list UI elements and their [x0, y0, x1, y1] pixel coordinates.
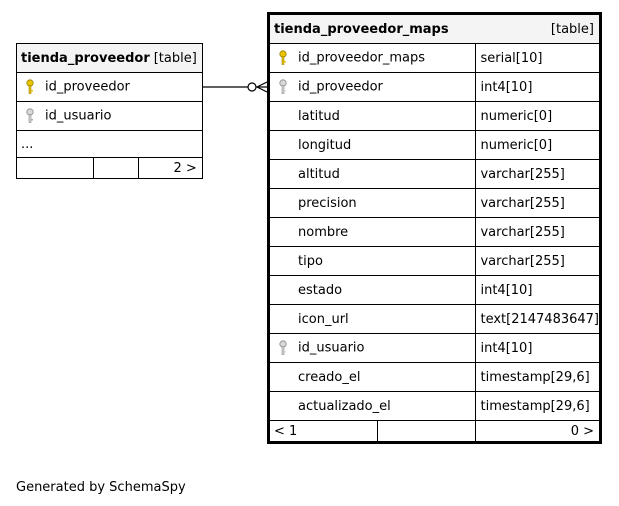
footer-right-count[interactable]: 2 >	[138, 157, 203, 179]
column-name: estado	[298, 282, 343, 298]
column-name: id_usuario	[45, 108, 112, 124]
table-header: tienda_proveedor_maps [table]	[267, 13, 601, 44]
footer-left[interactable]: < 1	[267, 420, 379, 443]
column-name: icon_url	[298, 311, 349, 327]
column-row[interactable]: altitud varchar[255]	[267, 159, 601, 189]
table-name: tienda_proveedor	[21, 50, 150, 66]
column-type: serial[10]	[475, 43, 601, 73]
column-name: precision	[298, 195, 357, 211]
table-kind: [table]	[149, 43, 203, 73]
column-type: int4[10]	[475, 333, 601, 363]
table-footer: < 1 0 >	[267, 420, 601, 443]
column-name: actualizado_el	[298, 398, 391, 414]
footer-right-count[interactable]: 0 >	[475, 420, 601, 443]
column-row[interactable]: latitud numeric[0]	[267, 101, 601, 131]
column-row[interactable]: longitud numeric[0]	[267, 130, 601, 160]
column-type: timestamp[29,6]	[475, 362, 601, 392]
column-name: id_proveedor	[45, 79, 130, 95]
table-header: tienda_proveedor [table]	[15, 43, 203, 73]
column-type: int4[10]	[475, 72, 601, 102]
table-kind: [table]	[475, 13, 601, 44]
column-row[interactable]: id_proveedor	[16, 72, 203, 102]
table-footer: 2 >	[16, 157, 203, 179]
column-type: numeric[0]	[475, 130, 601, 160]
column-type: timestamp[29,6]	[475, 391, 601, 421]
column-row[interactable]: precision varchar[255]	[267, 188, 601, 218]
foreign-key-icon	[279, 340, 287, 355]
footer-left	[16, 157, 94, 179]
table-tienda-proveedor-maps[interactable]: tienda_proveedor_maps [table] id_proveed…	[267, 12, 602, 444]
column-name: id_proveedor	[298, 79, 383, 95]
column-row[interactable]: id_usuario	[16, 101, 203, 131]
column-type: int4[10]	[475, 275, 601, 305]
foreign-key-icon	[279, 79, 287, 94]
more-indicator: ...	[16, 130, 203, 158]
column-name: latitud	[298, 108, 340, 124]
column-row[interactable]: actualizado_el timestamp[29,6]	[267, 391, 601, 421]
column-name: id_proveedor_maps	[298, 50, 426, 66]
column-name: tipo	[298, 253, 323, 269]
column-type: varchar[255]	[475, 217, 601, 247]
column-type: text[2147483647]	[475, 304, 601, 334]
column-name: creado_el	[298, 369, 361, 385]
column-type: varchar[255]	[475, 188, 601, 218]
column-row[interactable]: estado int4[10]	[267, 275, 601, 305]
column-row[interactable]: id_usuario int4[10]	[267, 333, 601, 363]
column-row[interactable]: tipo varchar[255]	[267, 246, 601, 276]
column-type: varchar[255]	[475, 246, 601, 276]
column-row[interactable]: id_proveedor_maps serial[10]	[267, 43, 601, 73]
schemaspy-credit: Generated by SchemaSpy	[16, 480, 186, 495]
column-type: varchar[255]	[475, 159, 601, 189]
foreign-key-icon	[26, 108, 34, 123]
table-name: tienda_proveedor_maps	[274, 21, 449, 37]
footer-middle	[377, 420, 477, 443]
column-row[interactable]: id_proveedor int4[10]	[267, 72, 601, 102]
column-type: numeric[0]	[475, 101, 601, 131]
table-tienda-proveedor[interactable]: tienda_proveedor [table] id_proveedor id…	[15, 43, 203, 179]
column-row[interactable]: icon_url text[2147483647]	[267, 304, 601, 334]
primary-key-icon	[26, 79, 34, 94]
column-name: id_usuario	[298, 340, 365, 356]
footer-middle	[93, 157, 139, 179]
more-columns-row: ...	[16, 130, 203, 158]
column-row[interactable]: nombre varchar[255]	[267, 217, 601, 247]
column-name: longitud	[298, 137, 352, 153]
column-row[interactable]: creado_el timestamp[29,6]	[267, 362, 601, 392]
column-name: altitud	[298, 166, 340, 182]
primary-key-icon	[279, 50, 287, 65]
column-name: nombre	[298, 224, 349, 240]
